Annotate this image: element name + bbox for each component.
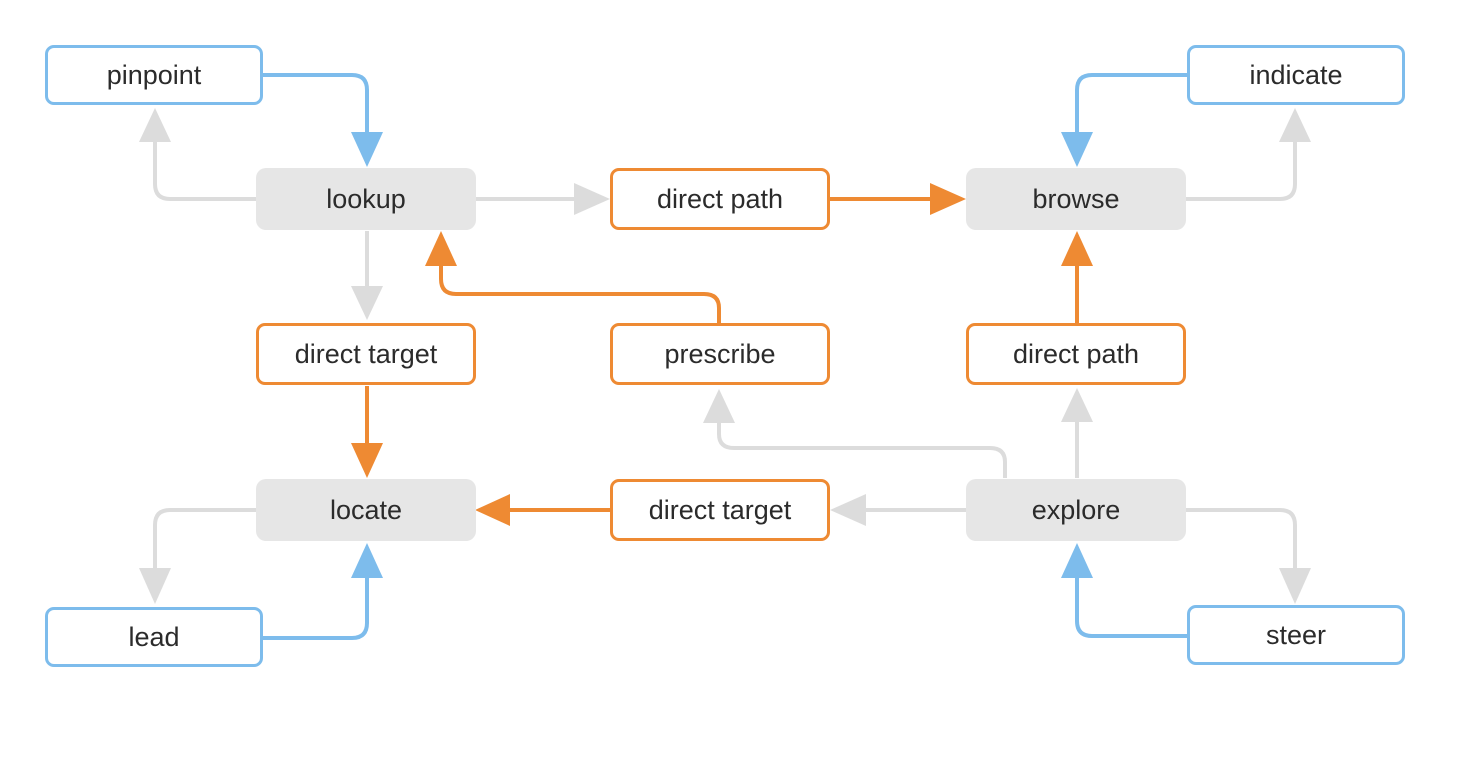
edge-locate-to-lead — [153, 508, 256, 570]
edge-browse-to-indicate — [1185, 140, 1297, 201]
arrowhead-direct-path-right-gray — [1061, 388, 1093, 422]
arrowhead-direct-path-top-gray — [574, 183, 610, 215]
arrowhead-browse-orange-v — [1061, 231, 1093, 266]
arrowhead-locate-orange-v — [351, 443, 383, 478]
arrowhead-explore-blue — [1061, 543, 1093, 578]
node-direct-target-left: direct target — [256, 323, 476, 385]
edge-lookup-to-pinpoint — [153, 140, 256, 201]
node-locate: locate — [256, 479, 476, 541]
arrowhead-indicate — [1279, 108, 1311, 142]
gray-edges — [153, 140, 1297, 570]
orange-edges — [365, 197, 1079, 512]
arrowhead-pinpoint — [139, 108, 171, 142]
arrowhead-browse-orange-h — [930, 183, 966, 215]
node-indicate: indicate — [1187, 45, 1405, 105]
arrowhead-locate-blue — [351, 543, 383, 578]
node-prescribe: prescribe — [610, 323, 830, 385]
node-explore: explore — [966, 479, 1186, 541]
edge-prescribe-to-lookup — [439, 264, 721, 323]
node-lead: lead — [45, 607, 263, 667]
node-lookup: lookup — [256, 168, 476, 230]
edge-steer-to-explore — [1075, 576, 1188, 638]
node-steer: steer — [1187, 605, 1405, 665]
edge-explore-to-steer — [1185, 508, 1297, 570]
node-direct-path-right: direct path — [966, 323, 1186, 385]
node-pinpoint: pinpoint — [45, 45, 263, 105]
arrowhead-direct-target-bottom-gray — [830, 494, 866, 526]
gray-arrowheads — [139, 108, 1311, 604]
arrowhead-prescribe — [703, 389, 735, 423]
arrowhead-lookup-orange — [425, 231, 457, 266]
arrowhead-steer — [1279, 568, 1311, 604]
arrowhead-direct-target-left — [351, 286, 383, 320]
node-direct-target-bottom: direct target — [610, 479, 830, 541]
arrowhead-locate-orange-h — [475, 494, 510, 526]
arrowhead-lead — [139, 568, 171, 604]
orange-arrowheads — [351, 183, 1093, 526]
blue-arrowheads — [351, 132, 1093, 578]
edge-explore-to-prescribe — [717, 422, 1007, 478]
arrowhead-browse-blue — [1061, 132, 1093, 167]
edge-indicate-to-browse — [1075, 73, 1188, 134]
edge-lead-to-locate — [262, 576, 369, 640]
arrowhead-lookup-blue — [351, 132, 383, 167]
node-browse: browse — [966, 168, 1186, 230]
node-direct-path-top: direct path — [610, 168, 830, 230]
edge-pinpoint-to-lookup — [262, 73, 369, 134]
blue-edges — [262, 73, 1188, 640]
